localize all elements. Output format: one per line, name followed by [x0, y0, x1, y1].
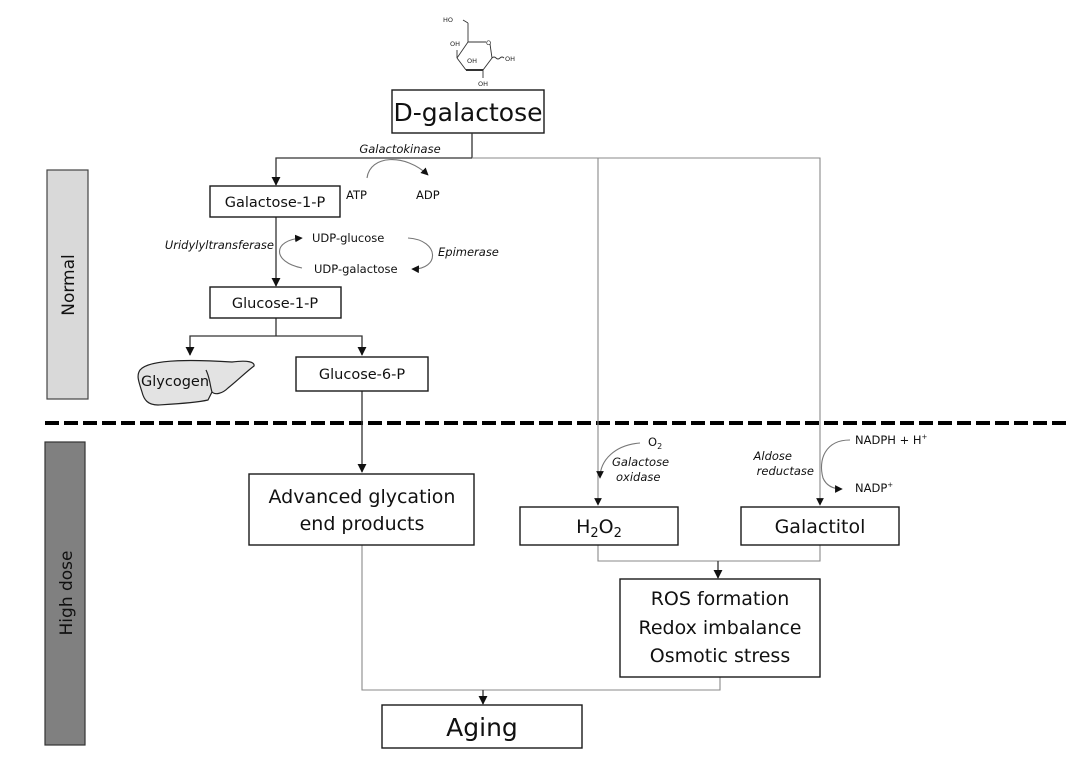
svg-text:Glucose-6-P: Glucose-6-P: [319, 367, 405, 383]
svg-text:ROS formation: ROS formation: [651, 588, 790, 610]
node-aging: Aging: [381, 704, 583, 749]
svg-text:Redox imbalance: Redox imbalance: [638, 617, 801, 639]
node-d-galactose: D-galactose: [391, 89, 545, 134]
enzyme-uridylyltransferase: Uridylyltransferase: [165, 238, 274, 252]
node-galactitol: Galactitol: [740, 506, 900, 546]
phase-high-dose-bar: [44, 441, 86, 746]
svg-text:H2O2: H2O2: [576, 516, 622, 541]
node-h2o2: H2O2: [519, 506, 679, 546]
cofactor-adp: ADP: [416, 188, 440, 202]
cofactor-nadp: NADP+: [855, 481, 893, 495]
svg-text:Aging: Aging: [446, 713, 518, 742]
svg-text:Osmotic stress: Osmotic stress: [650, 645, 790, 667]
svg-text:OH: OH: [505, 55, 515, 63]
connector-lines: [185, 133, 824, 705]
galactose-oxidase-arrow: [596, 442, 641, 479]
svg-text:Galactitol: Galactitol: [775, 516, 866, 538]
enzyme-galactose-oxidase-line1: Galactose: [612, 455, 669, 469]
cofactor-o2: O2: [648, 435, 662, 451]
phase-normal-bar: [46, 169, 89, 400]
node-advanced-glycation-end-products: Advanced glycation end products: [248, 473, 475, 546]
galactose-molecule-icon: HO OH O OH OH OH: [443, 16, 515, 88]
node-glycogen: Glycogen: [137, 359, 255, 406]
phase-normal: Normal: [46, 169, 89, 400]
cofactor-udp-galactose: UDP-galactose: [314, 262, 398, 276]
svg-text:Advanced glycation: Advanced glycation: [269, 486, 456, 508]
node-galactose-1-p: Galactose-1-P: [209, 185, 341, 218]
svg-text:O: O: [486, 39, 491, 47]
enzyme-aldose-reductase-line1: Aldose: [753, 449, 792, 463]
svg-text:Glucose-1-P: Glucose-1-P: [232, 296, 318, 312]
aldose-reductase-arrow: [820, 439, 851, 493]
svg-text:OH: OH: [467, 57, 477, 65]
enzyme-aldose-reductase-line2: reductase: [757, 464, 814, 478]
cofactor-atp: ATP: [346, 188, 367, 202]
svg-text:OH: OH: [478, 80, 488, 88]
svg-text:Galactose-1-P: Galactose-1-P: [225, 195, 326, 211]
phase-high-dose-label: High dose: [57, 551, 77, 636]
enzyme-galactokinase: Galactokinase: [359, 142, 440, 156]
svg-text:OH: OH: [450, 40, 460, 48]
phase-high-dose: High dose: [44, 441, 86, 746]
phase-normal-label: Normal: [59, 254, 79, 316]
node-glucose-6-p: Glucose-6-P: [295, 356, 429, 392]
galactokinase-arrow: [366, 159, 429, 179]
svg-text:D-galactose: D-galactose: [394, 98, 543, 127]
enzyme-epimerase: Epimerase: [438, 245, 499, 259]
liver-icon: [137, 359, 255, 406]
node-ros-formation: ROS formation Redox imbalance Osmotic st…: [619, 578, 821, 678]
node-glucose-1-p: Glucose-1-P: [209, 286, 342, 319]
epimerase-arrow: [407, 237, 434, 274]
svg-text:Glycogen: Glycogen: [141, 374, 209, 390]
uridylyltransferase-arrow: [278, 234, 303, 269]
enzyme-galactose-oxidase-line2: oxidase: [616, 470, 660, 484]
svg-text:end products: end products: [300, 513, 425, 535]
cofactor-udp-glucose: UDP-glucose: [312, 231, 384, 245]
svg-text:HO: HO: [443, 16, 453, 24]
cofactor-nadph: NADPH + H+: [855, 433, 928, 447]
